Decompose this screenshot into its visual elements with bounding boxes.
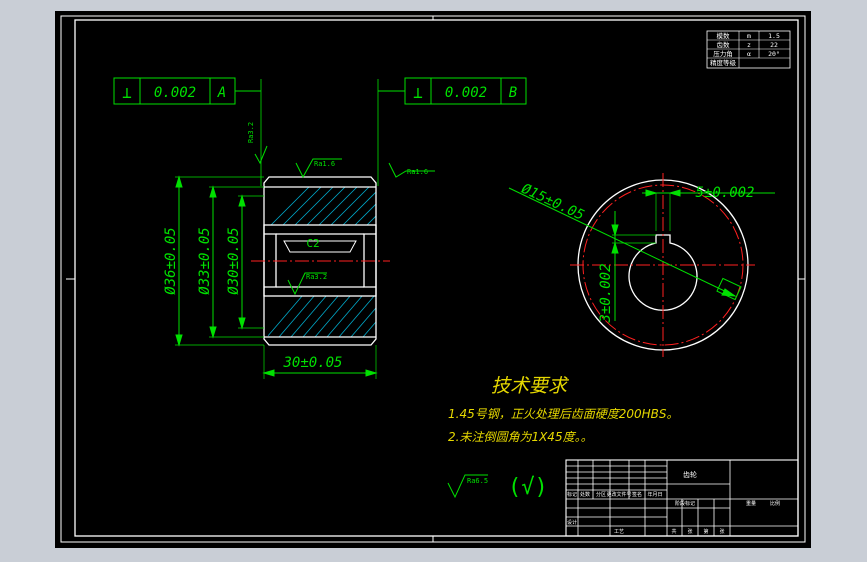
diameter-dimensions <box>175 175 264 347</box>
tolerance-value-a: 0.002 <box>154 85 196 101</box>
datum-label-b: B <box>509 85 517 101</box>
gear-table-label-2: 压力角 <box>713 49 733 58</box>
perpendicularity-symbol-b: ⊥ <box>413 83 423 102</box>
gear-table-label-1: 齿数 <box>717 40 731 49</box>
datum-label-a: A <box>217 85 226 101</box>
roughness-right-face: Ra1.6 <box>407 168 428 176</box>
general-roughness-symbol <box>447 474 488 499</box>
gear-table-value-1: 22 <box>770 41 778 49</box>
title-block-col-4: 签名 <box>632 491 642 498</box>
end-view-dimensions <box>508 187 775 321</box>
tech-requirement-2: 2.未注倒圆角为1X45度。。 <box>448 430 593 444</box>
drawing-frame: 模数 m 1.5 齿数 z 22 压力角 α 20° 精度等级 ⊥ 0.002 … <box>55 11 811 548</box>
title-block-sheet-0: 共 <box>671 528 676 535</box>
title-block-col-2: 分区 <box>596 491 606 498</box>
title-block-sheet-2: 第 <box>703 528 708 535</box>
gear-table-value-2: 20° <box>768 50 780 58</box>
hatch-upper <box>264 187 376 225</box>
section-view <box>251 176 390 346</box>
roughness-left-face: Ra3.2 <box>247 122 255 143</box>
cad-drawing: 模数 m 1.5 齿数 z 22 压力角 α 20° 精度等级 ⊥ 0.002 … <box>60 15 806 543</box>
other-roughness-symbol: (√) <box>508 475 548 500</box>
hatch-lower <box>264 296 376 337</box>
length-dimension <box>262 345 378 379</box>
title-block-design: 设计 <box>567 519 577 526</box>
end-view <box>570 173 755 357</box>
chamfer-label: C2 <box>306 237 319 250</box>
title-block-col-5: 年月日 <box>647 491 662 498</box>
title-block <box>565 459 799 537</box>
gear-table-value-0: 1.5 <box>768 32 780 40</box>
dim-length-30: 30±0.05 <box>282 355 342 371</box>
title-block-col-0: 标记 <box>567 491 577 498</box>
perpendicularity-symbol-a: ⊥ <box>122 83 132 102</box>
tech-requirements-title: 技术要求 <box>491 375 570 397</box>
roughness-top-face: Ra1.6 <box>314 160 335 168</box>
roughness-bore: Ra3.2 <box>306 273 327 281</box>
title-block-process: 工艺 <box>614 529 624 535</box>
tolerance-value-b: 0.002 <box>445 85 487 101</box>
title-block-stage: 阶段标记 <box>675 500 695 507</box>
gear-table-symbol-0: m <box>747 32 751 40</box>
gear-parameter-table: 模数 m 1.5 齿数 z 22 压力角 α 20° 精度等级 <box>706 30 791 69</box>
dim-diameter-15: Ø15±0.05 <box>519 181 587 224</box>
gear-table-symbol-1: z <box>747 41 751 49</box>
title-block-col-3: 更改文件号 <box>606 491 631 498</box>
tech-requirement-1: 1.45号钢，正火处理后齿面硬度200HBS。 <box>448 407 679 421</box>
inner-border <box>74 19 799 537</box>
dim-keyway-width: 5±0.002 <box>695 185 754 201</box>
title-block-sheet-1: 张 <box>687 528 692 535</box>
corner-marks <box>66 16 805 542</box>
gear-table-symbol-2: α <box>747 50 751 58</box>
title-block-part-name: 齿轮 <box>683 470 697 479</box>
gear-table-label-0: 模数 <box>717 31 731 40</box>
keyed-bore <box>628 234 698 311</box>
title-block-scale: 比例 <box>770 500 780 507</box>
title-block-sheet-3: 张 <box>719 528 724 535</box>
gear-table-label-3: 精度等级 <box>710 58 737 67</box>
dim-diameter-30: Ø30±0.05 <box>226 227 242 294</box>
dim-diameter-33: Ø33±0.05 <box>197 227 213 294</box>
tolerance-frame-a <box>113 77 262 186</box>
title-block-col-1: 处数 <box>580 491 590 498</box>
roughness-symbols <box>254 145 435 296</box>
dim-diameter-36: Ø36±0.05 <box>163 227 179 294</box>
tolerance-frame-b <box>377 77 527 186</box>
title-block-weight: 重量 <box>746 500 756 507</box>
dim-keyway-depth: 3±0.002 <box>598 263 614 323</box>
general-roughness-value: Ra6.5 <box>467 477 488 485</box>
